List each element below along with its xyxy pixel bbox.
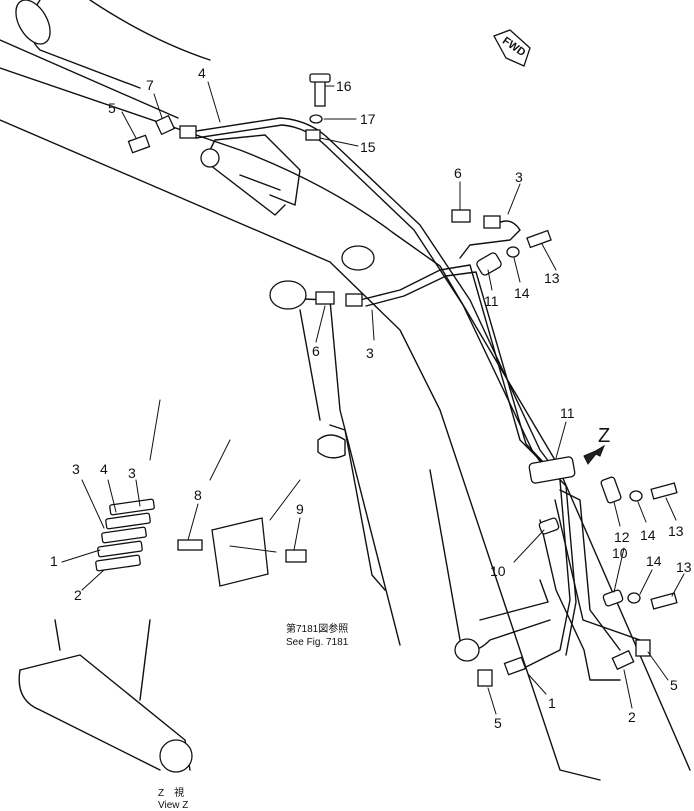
callout-11-top: 11 [484,293,499,309]
pin-boss-left [269,280,307,310]
callout-14-mid: 14 [640,527,656,543]
callout-14-top: 14 [514,285,530,301]
bolt-13-low [650,592,678,610]
fitting-stack [95,498,155,572]
callout-11-mid: 11 [560,405,575,421]
bolt-13-top [526,229,552,249]
callout-7: 7 [146,77,154,93]
clamp-15 [305,129,321,141]
hose-3-end-top [483,215,501,229]
washer-17 [309,114,323,124]
callout-4-top: 4 [198,65,206,81]
view-z-detail [18,399,307,773]
fitting-6-top [451,209,471,223]
clamp-10-b [602,589,624,607]
callout-3-left2: 3 [128,465,136,481]
callout-1-right: 1 [548,695,556,711]
callout-8: 8 [194,487,202,503]
fitting-5-bottom [477,669,493,687]
bolt-16-head [309,73,331,83]
callout-17: 17 [360,111,376,127]
hose-1-end [503,656,527,676]
washer-14-mid [629,490,643,502]
callout-10-b: 10 [612,545,628,561]
view-z-marker: Z [598,425,610,447]
callout-5-top: 5 [108,100,116,116]
fitting-5-top [127,134,151,154]
cylinder-end [15,0,51,45]
reference-jp: 第7181図参照 [286,622,348,635]
callout-13-mid: 13 [668,523,684,539]
callout-12: 12 [614,529,630,545]
callout-15: 15 [360,139,376,155]
pin-boss-center [341,245,375,271]
view-caption-jp: Z 視 [158,786,184,799]
callout-14-low: 14 [646,553,662,569]
fittings-top [127,73,552,307]
callout-9: 9 [296,501,304,517]
washer-14-top [506,246,520,258]
view-arrow [583,444,606,465]
clamp-11-mid [528,456,576,484]
callout-3-top: 3 [515,169,523,185]
fitting-9 [285,549,307,563]
clamp-11-top [476,252,502,276]
callout-5-bottom: 5 [494,715,502,731]
elbow-8 [177,539,203,551]
callout-2-right: 2 [628,709,636,725]
callout-numbers: 16 17 15 7 4 5 6 3 13 14 11 6 3 11 12 14… [50,65,692,731]
boom-structure [0,0,691,781]
callout-1-left: 1 [50,553,58,569]
callout-10-a: 10 [490,563,506,579]
hose-3-end-mid [345,293,363,307]
boom-foot-pin [454,638,480,662]
leader-lines [61,81,685,715]
bracket-pin [200,148,220,168]
callout-13-low: 13 [676,559,692,575]
clamp-12 [600,476,622,504]
washer-14-low [627,592,641,604]
callout-3-left: 3 [72,461,80,477]
callout-5-right: 5 [670,677,678,693]
elbow-7 [154,114,176,136]
callout-4-left: 4 [100,461,108,477]
hose-4-end [179,125,197,139]
callout-2-left: 2 [74,587,82,603]
bolt-13-mid [650,482,678,500]
fitting-6-mid [315,291,335,305]
hose-2-end [611,649,635,671]
reference-en: See Fig. 7181 [286,637,349,648]
fitting-5-right [635,639,651,657]
fwd-arrow: FWD [493,29,531,67]
view-caption-en: View Z [158,800,188,811]
callout-6-mid: 6 [312,343,320,359]
view-z-pin [159,739,193,773]
callout-3-mid: 3 [366,345,374,361]
callout-13-top: 13 [544,270,560,286]
block-plate [211,517,269,587]
fittings-right [477,456,678,687]
callout-6-top: 6 [454,165,462,181]
callout-16: 16 [336,78,352,94]
